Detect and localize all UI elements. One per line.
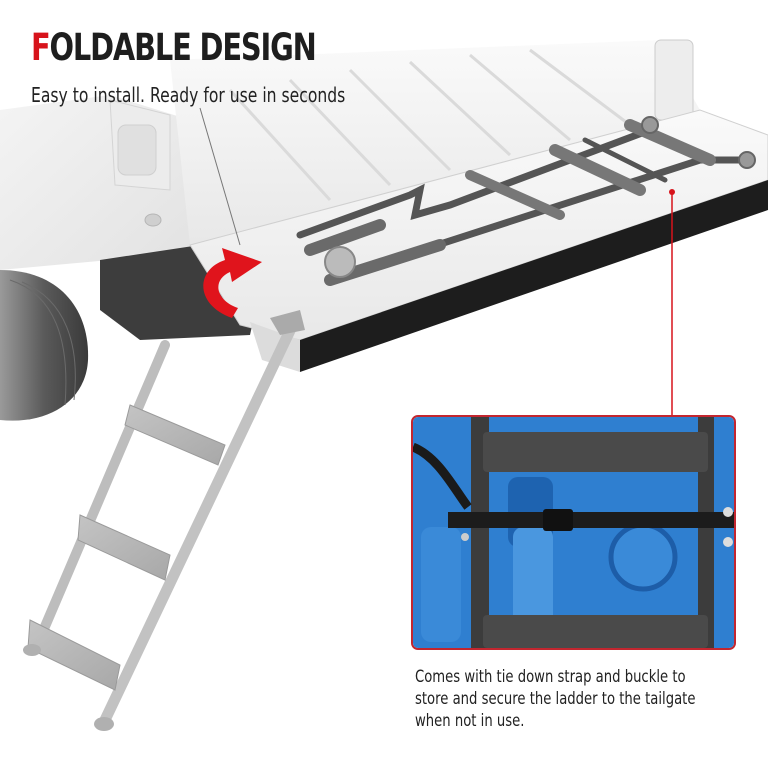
title-rest: OLDABLE DESIGN bbox=[49, 26, 317, 69]
caption: Comes with tie down strap and buckle to … bbox=[415, 666, 696, 732]
inset-photo bbox=[411, 415, 736, 650]
rotation-arrow-icon bbox=[203, 248, 262, 318]
pointer-line bbox=[199, 107, 241, 246]
strap-detail-photo bbox=[413, 417, 734, 648]
callout-line bbox=[669, 189, 675, 415]
title-accent-letter: F bbox=[31, 26, 51, 69]
caption-line: store and secure the ladder to the tailg… bbox=[415, 689, 696, 708]
folded-ladder bbox=[296, 116, 756, 286]
caption-line: when not in use. bbox=[415, 711, 525, 730]
page-title: FOLDABLE DESIGN bbox=[31, 26, 317, 70]
extended-ladder bbox=[23, 310, 305, 731]
caption-line: Comes with tie down strap and buckle to bbox=[415, 667, 686, 686]
subtitle: Easy to install. Ready for use in second… bbox=[31, 83, 346, 107]
